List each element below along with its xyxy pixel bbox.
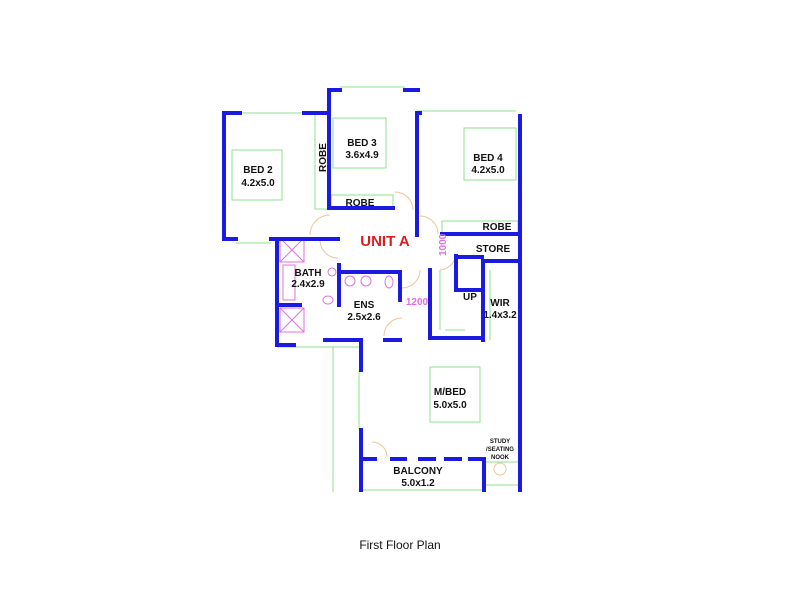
mbed-name: M/BED	[434, 387, 466, 398]
up-label: UP	[463, 292, 477, 303]
study-line-3: NOOK	[491, 455, 510, 461]
balcony-size: 5.0x1.2	[401, 478, 435, 489]
bed4-name: BED 4	[473, 153, 503, 164]
ens-size: 2.5x2.6	[347, 312, 381, 323]
stair-width-dimension: 1000	[438, 233, 449, 256]
bed3-size: 3.6x4.9	[345, 150, 379, 161]
plan-caption: First Floor Plan	[359, 538, 441, 552]
robe-bed3-label: ROBE	[346, 198, 375, 209]
ens-name: ENS	[354, 300, 375, 311]
bed2-name: BED 2	[243, 165, 273, 176]
bed3-name: BED 3	[347, 138, 377, 149]
wir-size: 1.4x3.2	[483, 310, 517, 321]
bed2-size: 4.2x5.0	[241, 178, 275, 189]
bath-size: 2.4x2.9	[291, 279, 325, 290]
bed4-size: 4.2x5.0	[471, 165, 505, 176]
unit-label: UNIT A	[360, 233, 410, 250]
wir-name: WIR	[490, 298, 510, 309]
door-swings	[309, 191, 507, 476]
robe-bed2-label: ROBE	[318, 143, 329, 172]
robe-bed4-label: ROBE	[483, 222, 512, 233]
store-label: STORE	[476, 244, 511, 255]
walls	[222, 88, 522, 492]
mbed-size: 5.0x5.0	[433, 400, 467, 411]
study-line-1: STUDY	[490, 439, 510, 445]
bath-name: BATH	[294, 268, 321, 279]
study-line-2: /SEATING	[486, 447, 514, 453]
balcony-name: BALCONY	[393, 466, 443, 477]
hall-width-dimension: 1200	[406, 297, 429, 308]
